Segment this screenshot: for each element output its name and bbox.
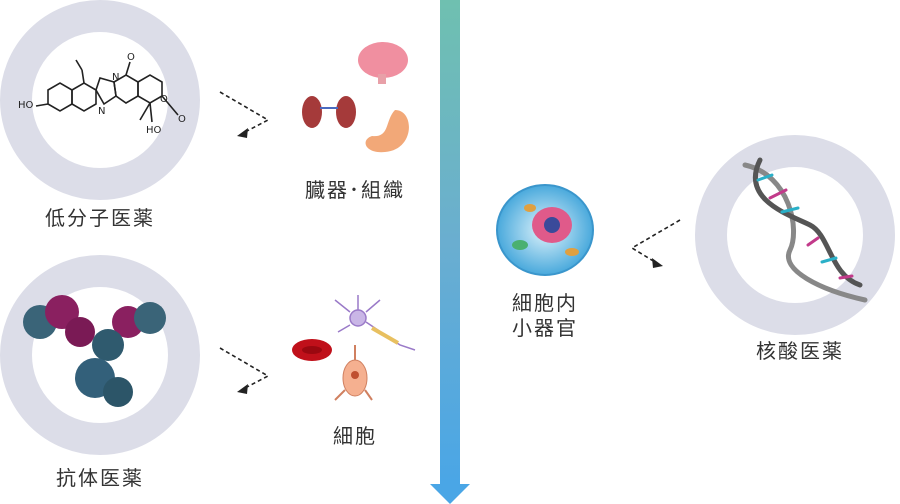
dashed-arrow-organs	[219, 91, 270, 133]
molecule-o-label: O	[127, 52, 135, 63]
dashed-arrow-organelle	[630, 219, 681, 263]
brain-icon	[358, 42, 408, 84]
kidneys-icon	[302, 96, 356, 128]
cells-label: 細胞	[333, 424, 377, 448]
organelle-label-line2: 小器官	[512, 316, 578, 340]
molecule-n-label: N	[112, 72, 119, 83]
red-blood-cell-icon	[292, 339, 332, 361]
antibody-ring	[0, 255, 200, 455]
stomach-icon	[365, 110, 409, 153]
scale-down-arrow	[430, 0, 470, 504]
dna-helix-icon	[742, 157, 868, 303]
dashed-arrow-cells	[219, 347, 270, 389]
arrowhead-icon	[237, 384, 248, 394]
organelle-cell-icon	[496, 184, 594, 276]
arrowhead-icon	[652, 258, 663, 268]
arrowhead-icon	[237, 128, 248, 138]
molecule-ho-label: HO	[146, 125, 162, 136]
nucleic-acid-ring	[695, 135, 895, 335]
antibody-label: 抗体医薬	[56, 466, 144, 490]
small-molecule-ring	[0, 0, 200, 200]
organelle-label-line1: 細胞内	[512, 291, 578, 315]
camptothecin-structure-icon	[35, 59, 179, 123]
molecule-n-label: N	[98, 106, 105, 117]
cell-icon	[334, 345, 373, 401]
antibody-protein-icon	[23, 295, 166, 407]
nucleic-acid-label: 核酸医薬	[756, 339, 844, 363]
small-molecule-label: 低分子医薬	[45, 206, 155, 230]
neuron-icon	[334, 295, 416, 351]
molecule-ho-label: HO	[18, 100, 34, 111]
molecule-o-label: O	[160, 94, 168, 105]
molecule-o-label: O	[178, 114, 186, 125]
organs-tissues-label: 臓器･組織	[305, 178, 405, 202]
